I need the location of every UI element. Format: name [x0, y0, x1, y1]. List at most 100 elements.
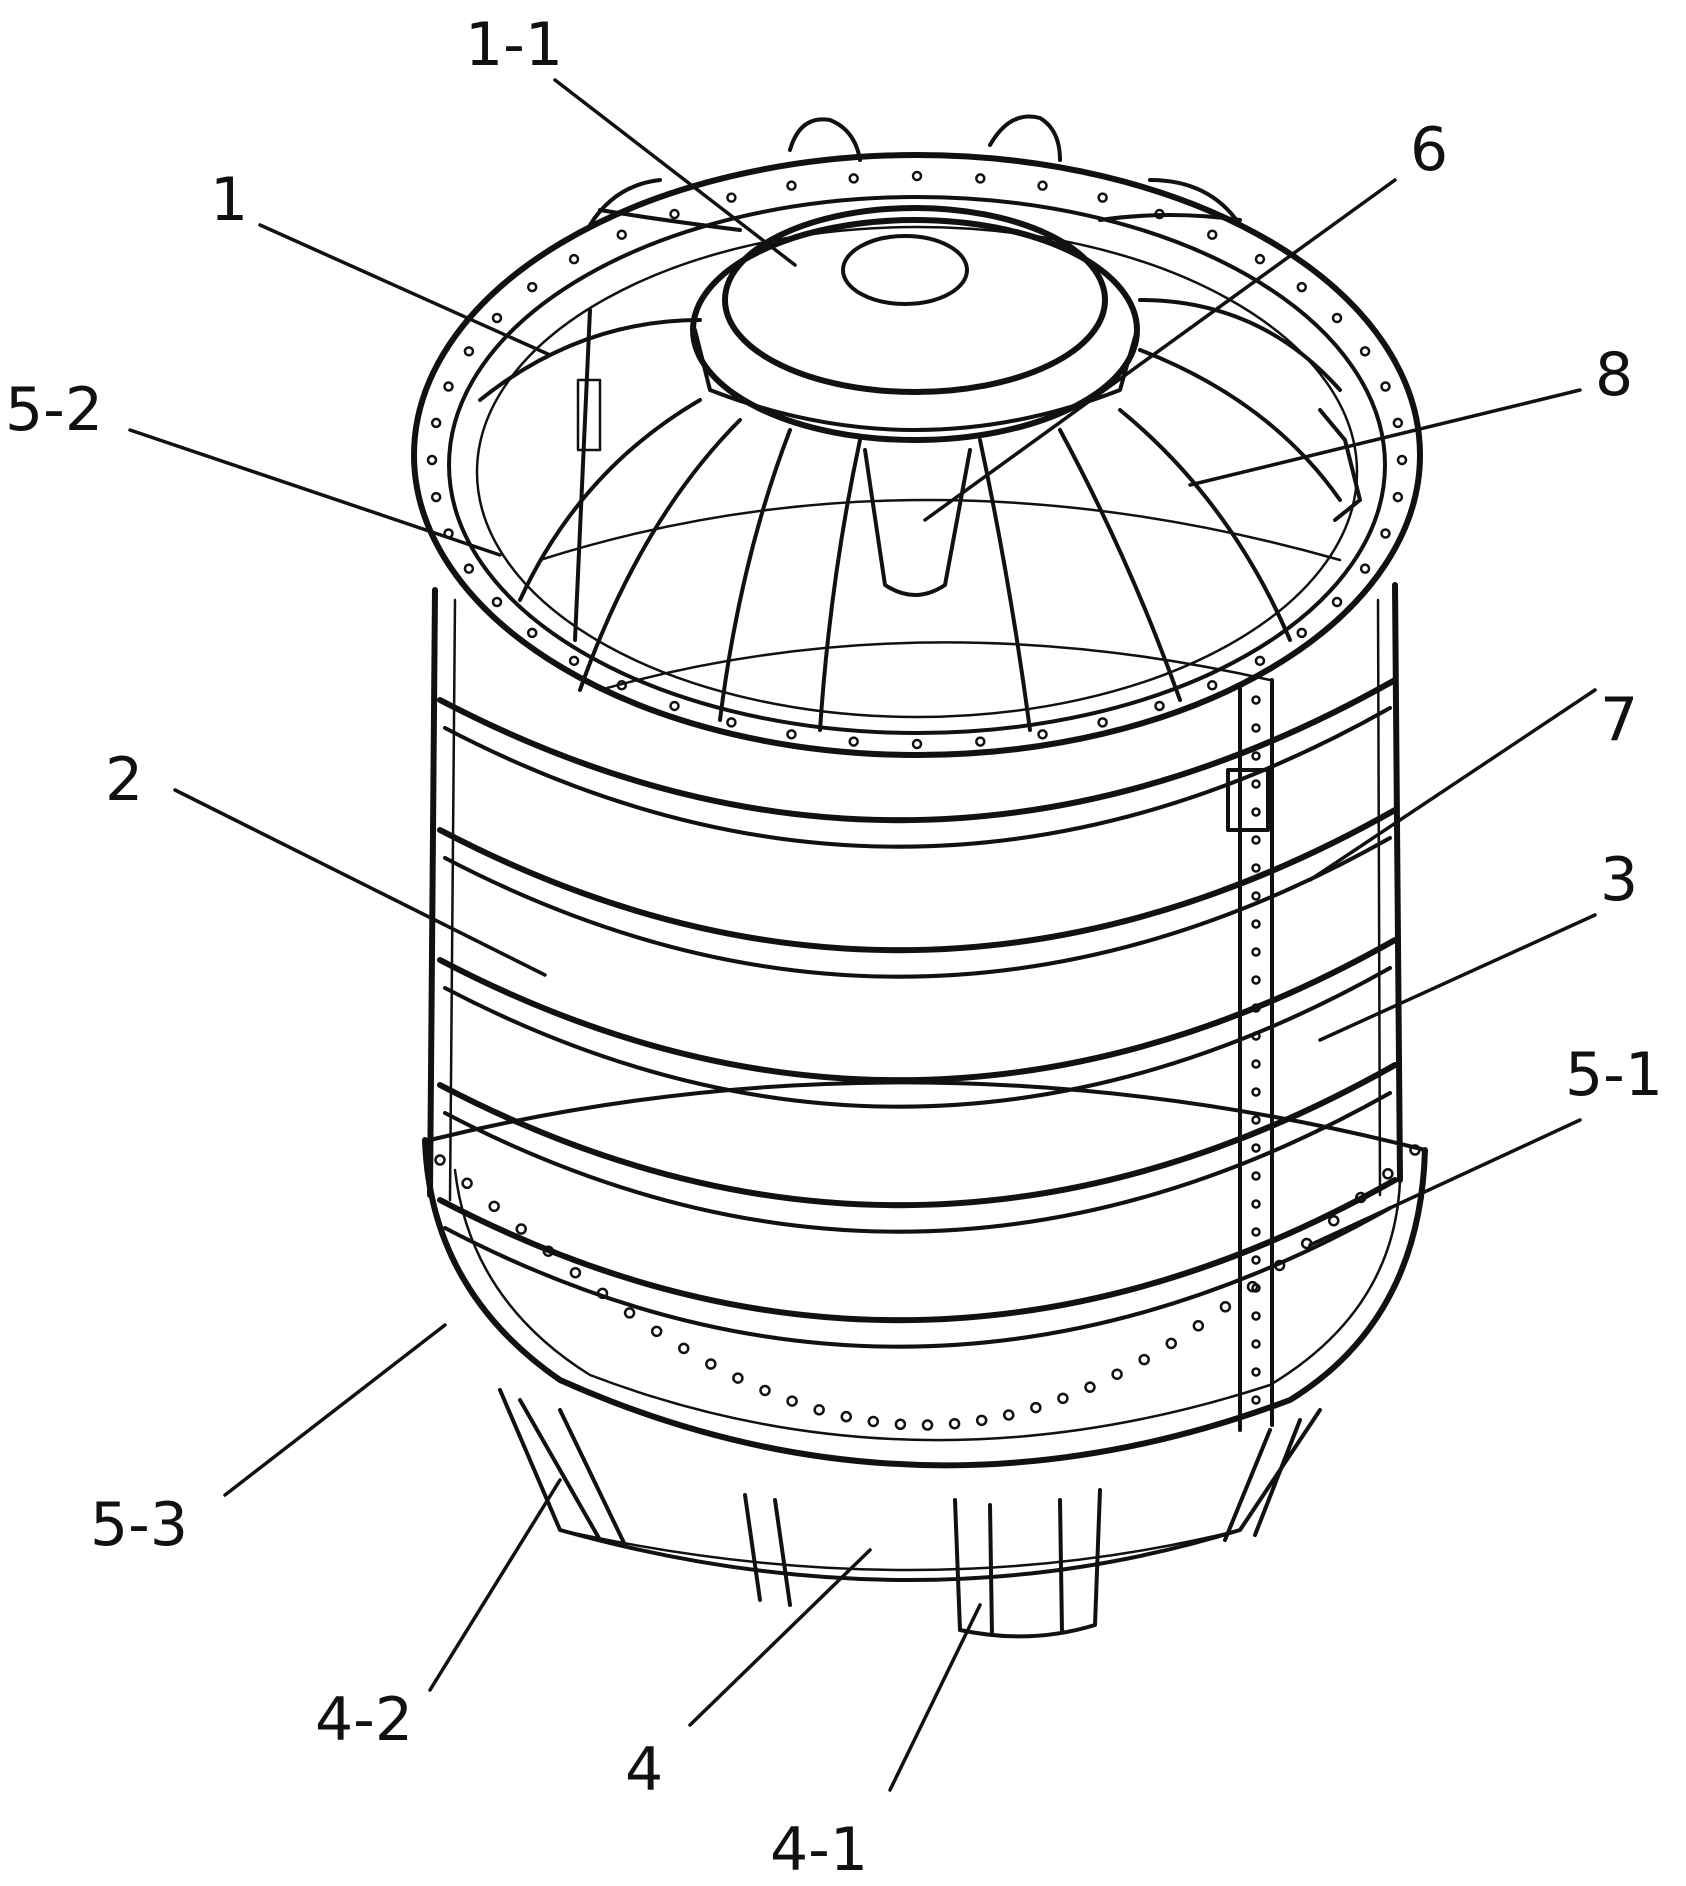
seam-bolt — [1251, 1311, 1261, 1321]
bolt-hole — [911, 170, 923, 182]
bottom-bolt-hole — [732, 1372, 744, 1384]
seam-bolt — [1251, 723, 1261, 733]
seam-bolt — [1251, 1367, 1261, 1377]
callout-7: 7 — [1600, 685, 1638, 755]
bottom-bolt-hole — [678, 1342, 690, 1355]
callout-labels: 1-1 1 5-2 6 8 7 2 3 5-1 5-3 4-2 4 4-1 — [5, 10, 1663, 1885]
bottom-bolt-hole — [948, 1417, 961, 1430]
hoop-ring-lower-edge — [443, 966, 1392, 1109]
callout-5-3: 5-3 — [90, 1490, 188, 1560]
hoop-ring — [437, 1177, 1398, 1324]
tank-base-assembly — [422, 1080, 1428, 1639]
seam-bolt — [1251, 807, 1261, 817]
bolt-hole — [1392, 417, 1404, 429]
callout-4-1: 4-1 — [770, 1815, 868, 1885]
bolt-hole — [1206, 680, 1218, 691]
seam-bolt — [1251, 891, 1261, 901]
leader-lines — [128, 78, 1597, 1792]
bolt-hole — [1037, 729, 1048, 740]
bolt-hole — [526, 281, 538, 293]
inner-bracket-left — [576, 378, 602, 452]
bolt-hole — [1359, 346, 1371, 357]
bolt-hole — [726, 717, 737, 728]
bottom-bolt-hole — [488, 1200, 500, 1213]
bolt-hole — [463, 563, 475, 574]
bolt-hole — [669, 700, 680, 712]
bottom-bolt-hole — [1111, 1368, 1123, 1380]
bolt-hole — [975, 173, 986, 184]
hoop-ring — [437, 677, 1398, 824]
hoop-ring-lower-edge — [443, 706, 1392, 849]
bottom-bolt-hole — [1138, 1353, 1150, 1366]
bottom-bolt-hole — [434, 1154, 446, 1166]
bolt-hole — [1380, 381, 1391, 392]
bolt-hole — [1331, 312, 1343, 324]
bottom-bolt-hole — [1355, 1191, 1367, 1204]
bottom-bolt-hole — [596, 1287, 609, 1300]
bottom-flange-front — [422, 1137, 1428, 1469]
bolt-hole — [1331, 596, 1343, 608]
bottom-bolt-hole — [569, 1266, 582, 1279]
bolt-hole — [568, 655, 580, 667]
base-skirt — [498, 1388, 1322, 1582]
seam-bolt — [1251, 1031, 1261, 1041]
hoop-ring — [437, 807, 1398, 954]
bottom-bolt-hole — [515, 1223, 527, 1235]
bottom-bolt-hole — [1192, 1320, 1205, 1332]
bottom-bolt-hole — [542, 1245, 555, 1257]
callout-6: 6 — [1410, 115, 1448, 185]
seam-bolt — [1251, 779, 1261, 789]
callout-4-2: 4-2 — [315, 1685, 413, 1755]
base-gussets — [518, 1398, 1302, 1607]
bottom-bolt-hole — [759, 1384, 771, 1397]
seam-bolt — [1251, 1227, 1261, 1237]
bolt-hole — [1392, 491, 1404, 503]
seam-bolt — [1251, 947, 1261, 957]
seam-bolt — [1251, 975, 1261, 985]
body-right-edge — [1392, 582, 1403, 1183]
bolt-hole — [1097, 192, 1108, 203]
body-left-inner-edge — [448, 598, 457, 1202]
hoop-ring-lower-edge — [443, 1091, 1392, 1234]
bolt-hole — [669, 208, 680, 220]
bolt-hole — [463, 346, 475, 357]
bottom-bolt-hole — [786, 1395, 798, 1407]
tank-body — [427, 582, 1403, 1432]
seam-bolt — [1251, 1003, 1261, 1013]
hub-cap — [722, 205, 1108, 395]
bottom-flange-bolts — [434, 1144, 1421, 1431]
callout-3: 3 — [1600, 845, 1638, 915]
bolt-hole — [786, 729, 797, 740]
bottom-bolt-hole — [921, 1419, 934, 1431]
bolt-hole — [443, 381, 454, 392]
bolt-hole — [1037, 180, 1048, 191]
bolt-hole — [1097, 717, 1108, 728]
seam-bolt — [1251, 1059, 1261, 1069]
seam-bolt — [1251, 919, 1261, 929]
bolt-hole — [975, 736, 986, 747]
bottom-flange-inner — [453, 1168, 1402, 1442]
bolt-hole — [1296, 281, 1308, 293]
bolt-hole — [526, 627, 538, 639]
top-flange-inner — [447, 195, 1387, 735]
hoop-ring-lower-edge — [443, 836, 1392, 979]
right-bracket-8 — [1318, 408, 1362, 522]
seam-bolt — [1251, 1171, 1261, 1181]
bottom-bolt-hole — [1165, 1337, 1177, 1350]
bottom-bolt-hole — [1273, 1259, 1286, 1272]
callout-5-1: 5-1 — [1565, 1040, 1663, 1110]
bottom-bolt-hole — [461, 1177, 473, 1190]
body-right-inner-edge — [1376, 598, 1382, 1197]
bottom-bolt-hole — [623, 1307, 636, 1319]
bolt-hole — [1206, 229, 1218, 240]
bottom-bolt-hole — [1382, 1168, 1394, 1180]
body-left-edge — [427, 587, 438, 1198]
bottom-bolt-hole — [840, 1410, 852, 1423]
lifting-lug-far-left — [588, 178, 662, 227]
bottom-bolt-hole — [1219, 1301, 1232, 1313]
center-cone — [863, 448, 972, 597]
callout-1-1: 1-1 — [465, 10, 563, 80]
tank-top-assembly — [411, 114, 1423, 758]
top-flange-bolts — [426, 170, 1408, 750]
